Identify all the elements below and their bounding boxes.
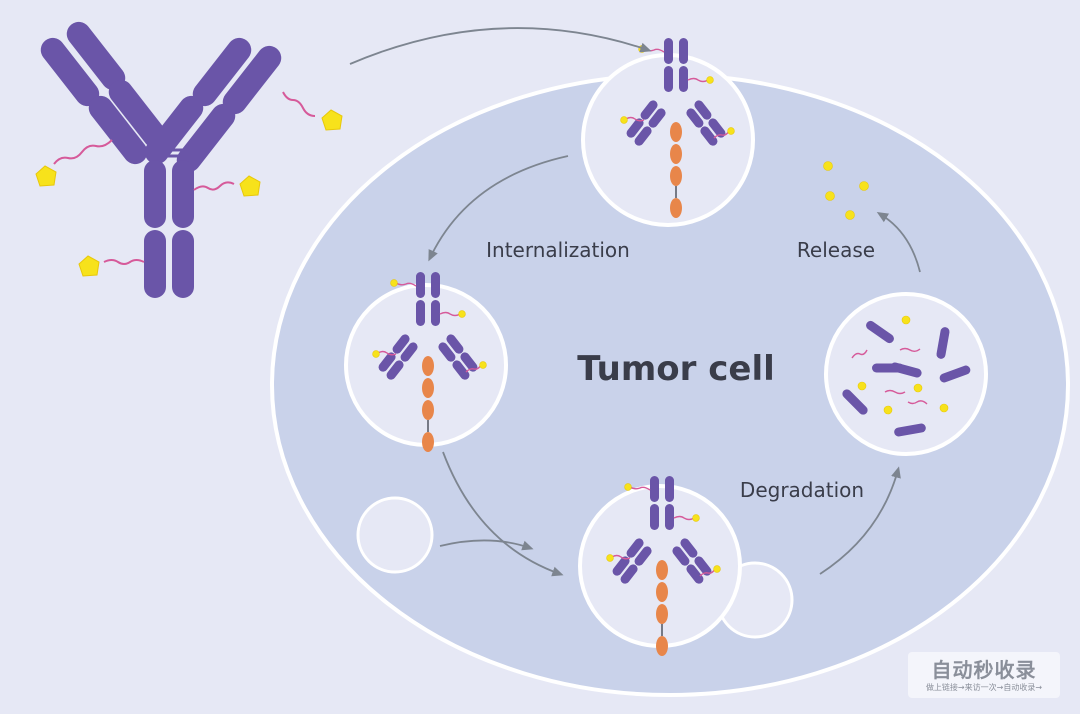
- step-label-release: Release: [797, 238, 875, 262]
- arrow-internalization: [428, 155, 569, 262]
- arrow-release: [876, 212, 921, 273]
- released-payload: [823, 161, 869, 220]
- arrow-degradation: [819, 466, 901, 575]
- tumor-cell-label: Tumor cell: [577, 349, 775, 389]
- vesicle-internalized: [344, 271, 508, 453]
- watermark-title: 自动秒收录: [931, 658, 1037, 682]
- watermark-subtitle: 做上链接→来访一次→自动收录→: [925, 683, 1043, 692]
- vesicle-degraded: [824, 292, 988, 456]
- watermark: 自动秒收录 做上链接→来访一次→自动收录→: [908, 652, 1060, 698]
- step-label-internalization: Internalization: [486, 238, 630, 262]
- arrow-lysosome-fusion: [439, 539, 534, 551]
- arrow-binding: [349, 27, 652, 65]
- antibody-drug-conjugate: [35, 21, 343, 298]
- lysosome: [356, 496, 434, 574]
- vesicle-fusion: [578, 475, 794, 657]
- step-label-degradation: Degradation: [740, 478, 864, 502]
- vesicle-entry: [581, 37, 755, 227]
- arrow-to-lysosome: [442, 451, 564, 577]
